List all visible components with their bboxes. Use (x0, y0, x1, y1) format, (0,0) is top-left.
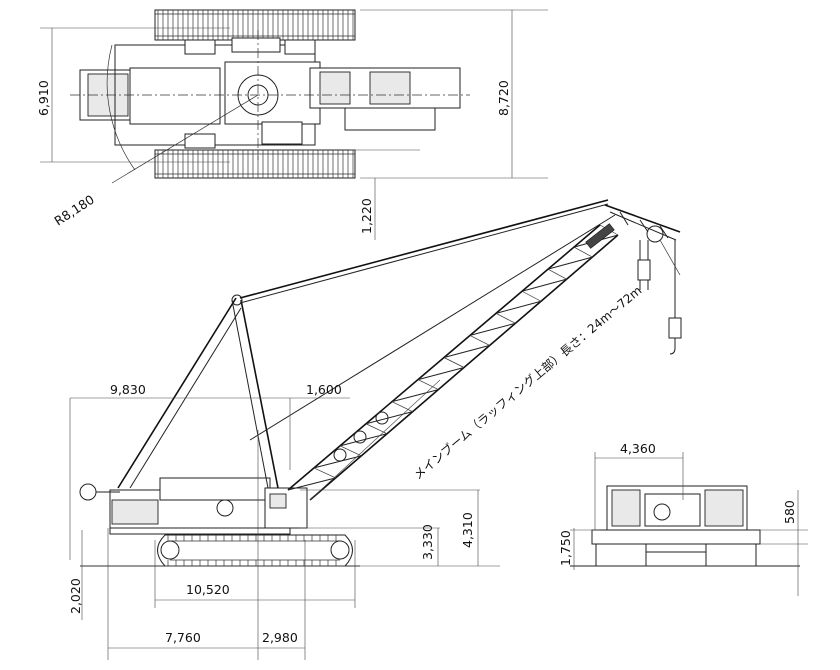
dim-tail-radius: R8,180 (51, 192, 97, 229)
side-view-luffing-jib (604, 204, 682, 355)
side-view: 9,830 1,600 3,330 4,310 2,020 10,520 7,7… (68, 199, 682, 660)
dim-pin-offset: 1,600 (306, 382, 342, 397)
dim-rear-to-center: 7,760 (165, 630, 201, 645)
dim-rear-body-height: 1,750 (558, 530, 573, 566)
dim-track-length: 10,520 (186, 582, 230, 597)
dim-mast-to-pin: 9,830 (110, 382, 146, 397)
top-view-dimensions (40, 9, 548, 240)
dim-rear-clearance: 580 (782, 500, 797, 524)
top-view-upper-structure (70, 30, 470, 184)
top-view: 6,910 8,720 R8,180 1,220 (36, 9, 548, 240)
dim-track-rear-offset: 1,220 (359, 198, 374, 234)
side-view-crawler-shoes (167, 535, 337, 566)
rear-view: 4,360 580 1,750 (558, 441, 808, 596)
dim-cab-height: 4,310 (460, 512, 475, 548)
top-view-upper-track (154, 9, 356, 41)
dim-center-to-front: 2,980 (262, 630, 298, 645)
top-view-track-links (157, 10, 354, 178)
dim-pin-height: 3,330 (420, 524, 435, 560)
dim-top-track-gauge: 6,910 (36, 80, 51, 116)
dim-top-overall-width: 8,720 (496, 80, 511, 116)
side-view-main-boom (287, 223, 619, 501)
side-view-dimensions (69, 379, 500, 660)
side-view-pendants (239, 199, 616, 441)
rear-view-dimensions (570, 452, 808, 596)
side-view-crawler (157, 534, 353, 567)
dim-rear-width: 4,360 (620, 441, 656, 456)
dim-ground-clearance: 2,020 (68, 578, 83, 614)
top-view-lower-track (154, 149, 356, 179)
side-view-upper-body (79, 477, 308, 535)
